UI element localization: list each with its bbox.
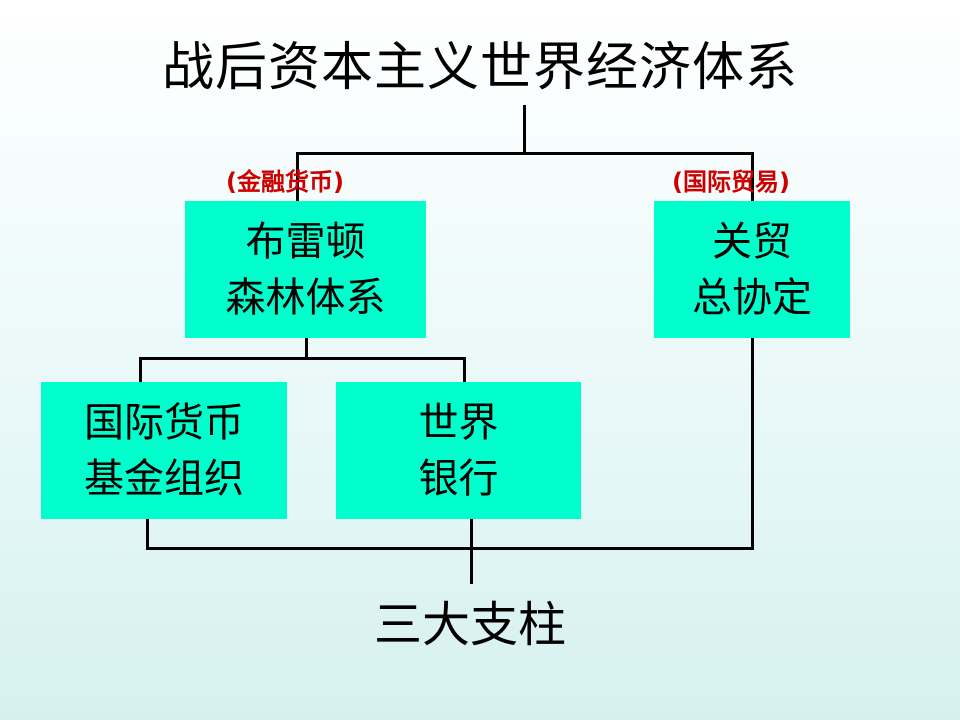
box-gatt-line2: 总协定 xyxy=(692,274,812,321)
connector-gatt-bottom xyxy=(751,338,754,550)
box-bretton-woods-line2: 森林体系 xyxy=(225,274,386,321)
box-bretton-woods: 布雷顿 森林体系 xyxy=(185,201,426,338)
box-world-bank: 世界 银行 xyxy=(336,382,581,519)
box-bretton-woods-line1: 布雷顿 xyxy=(245,218,366,265)
connector-title-stem xyxy=(523,105,526,155)
footer-three-pillars: 三大支柱 xyxy=(373,597,566,653)
diagram-title: 战后资本主义世界经济体系 xyxy=(161,38,798,98)
box-imf-line2: 基金组织 xyxy=(84,455,244,502)
box-gatt-line1: 关贸 xyxy=(712,218,792,265)
connector-left-drop xyxy=(296,152,299,202)
connector-imf-bottom xyxy=(146,518,149,550)
connector-right-drop xyxy=(751,152,754,202)
box-world-bank-line2: 银行 xyxy=(418,455,499,502)
label-finance: (金融货币) xyxy=(226,168,344,196)
box-world-bank-line1: 世界 xyxy=(418,399,499,446)
connector-mid-bar xyxy=(139,357,466,360)
box-imf: 国际货币 基金组织 xyxy=(41,382,287,519)
box-gatt: 关贸 总协定 xyxy=(654,201,850,338)
connector-bottom-bar xyxy=(146,547,754,550)
box-imf-line1: 国际货币 xyxy=(84,399,244,446)
connector-wb-drop xyxy=(463,357,466,383)
connector-bw-stem xyxy=(305,338,308,360)
label-trade: (国际贸易) xyxy=(672,168,790,196)
connector-wb-stem xyxy=(470,518,473,584)
connector-imf-drop xyxy=(139,357,142,383)
connector-top-bar xyxy=(296,152,754,155)
